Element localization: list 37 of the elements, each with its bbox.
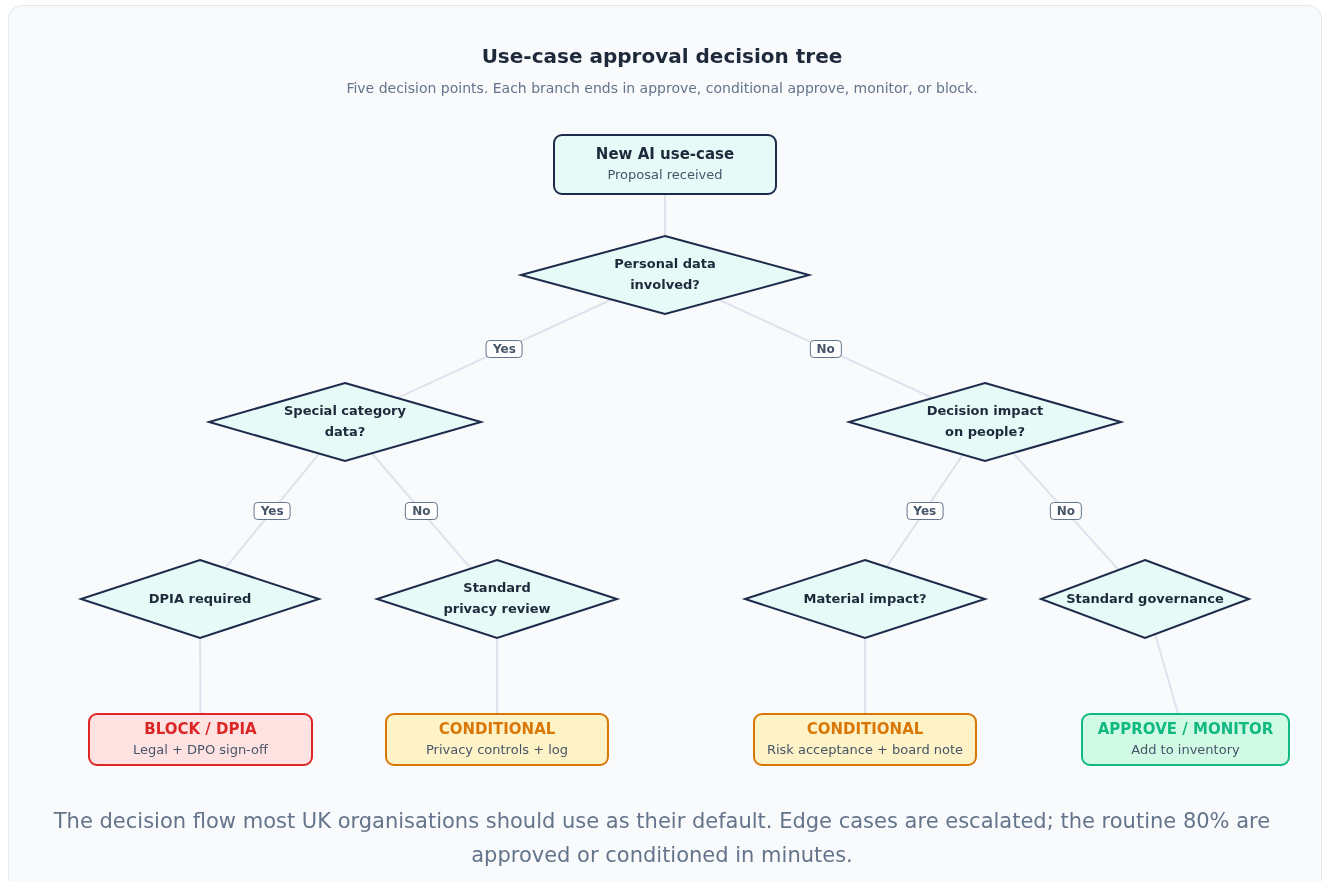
decision-diamond — [208, 382, 482, 462]
connector-line — [1154, 634, 1179, 714]
connector-line — [886, 454, 964, 568]
outcome-box — [88, 713, 313, 766]
diagram-title: Use-case approval decision tree — [480, 44, 844, 68]
decision-text: Standard privacy review — [442, 579, 552, 618]
outcome-box — [1081, 713, 1290, 766]
box-title: BLOCK / DPIA — [144, 719, 257, 741]
box-subtitle: Legal + DPO sign-off — [133, 741, 268, 760]
connector-line — [1012, 452, 1120, 571]
subtitle: Five decision points. Each branch ends in approve, conditional approve, monitor, or block. — [345, 80, 979, 96]
caption: The decision flow most UK organisations should use as their default. Edge cases are escalated; the routine 80% are approved or conditioned in minutes. — [52, 808, 1272, 869]
edge-label: No — [405, 501, 438, 520]
decision-diamond — [520, 235, 810, 315]
decision-text: Special category data? — [282, 402, 407, 441]
box-title: New AI use-case — [595, 144, 735, 166]
box-subtitle: Risk acceptance + board note — [766, 741, 964, 760]
decision-diamond — [1040, 559, 1250, 639]
box-title: CONDITIONAL — [438, 719, 556, 741]
decision-text: Personal data involved? — [613, 255, 717, 294]
box-title: APPROVE / MONITOR — [1097, 719, 1274, 741]
decision-diamond — [80, 559, 320, 639]
decision-text: Decision impact on people? — [925, 402, 1045, 441]
box-subtitle: Proposal received — [607, 166, 723, 185]
box-title: CONDITIONAL — [806, 719, 924, 741]
edge-label: No — [1049, 502, 1082, 521]
decision-text: Standard governance — [1066, 589, 1224, 608]
outcome-box — [385, 713, 609, 766]
box-subtitle: Privacy controls + log — [426, 741, 568, 760]
decision-text: Material impact? — [803, 589, 927, 608]
outcome-box — [753, 713, 977, 766]
decision-diamond — [744, 559, 986, 639]
start-box — [553, 134, 777, 195]
decision-text: DPIA required — [148, 589, 252, 608]
decision-diamond — [848, 382, 1122, 462]
box-subtitle: Add to inventory — [1131, 741, 1240, 760]
decision-diamond — [376, 559, 618, 639]
